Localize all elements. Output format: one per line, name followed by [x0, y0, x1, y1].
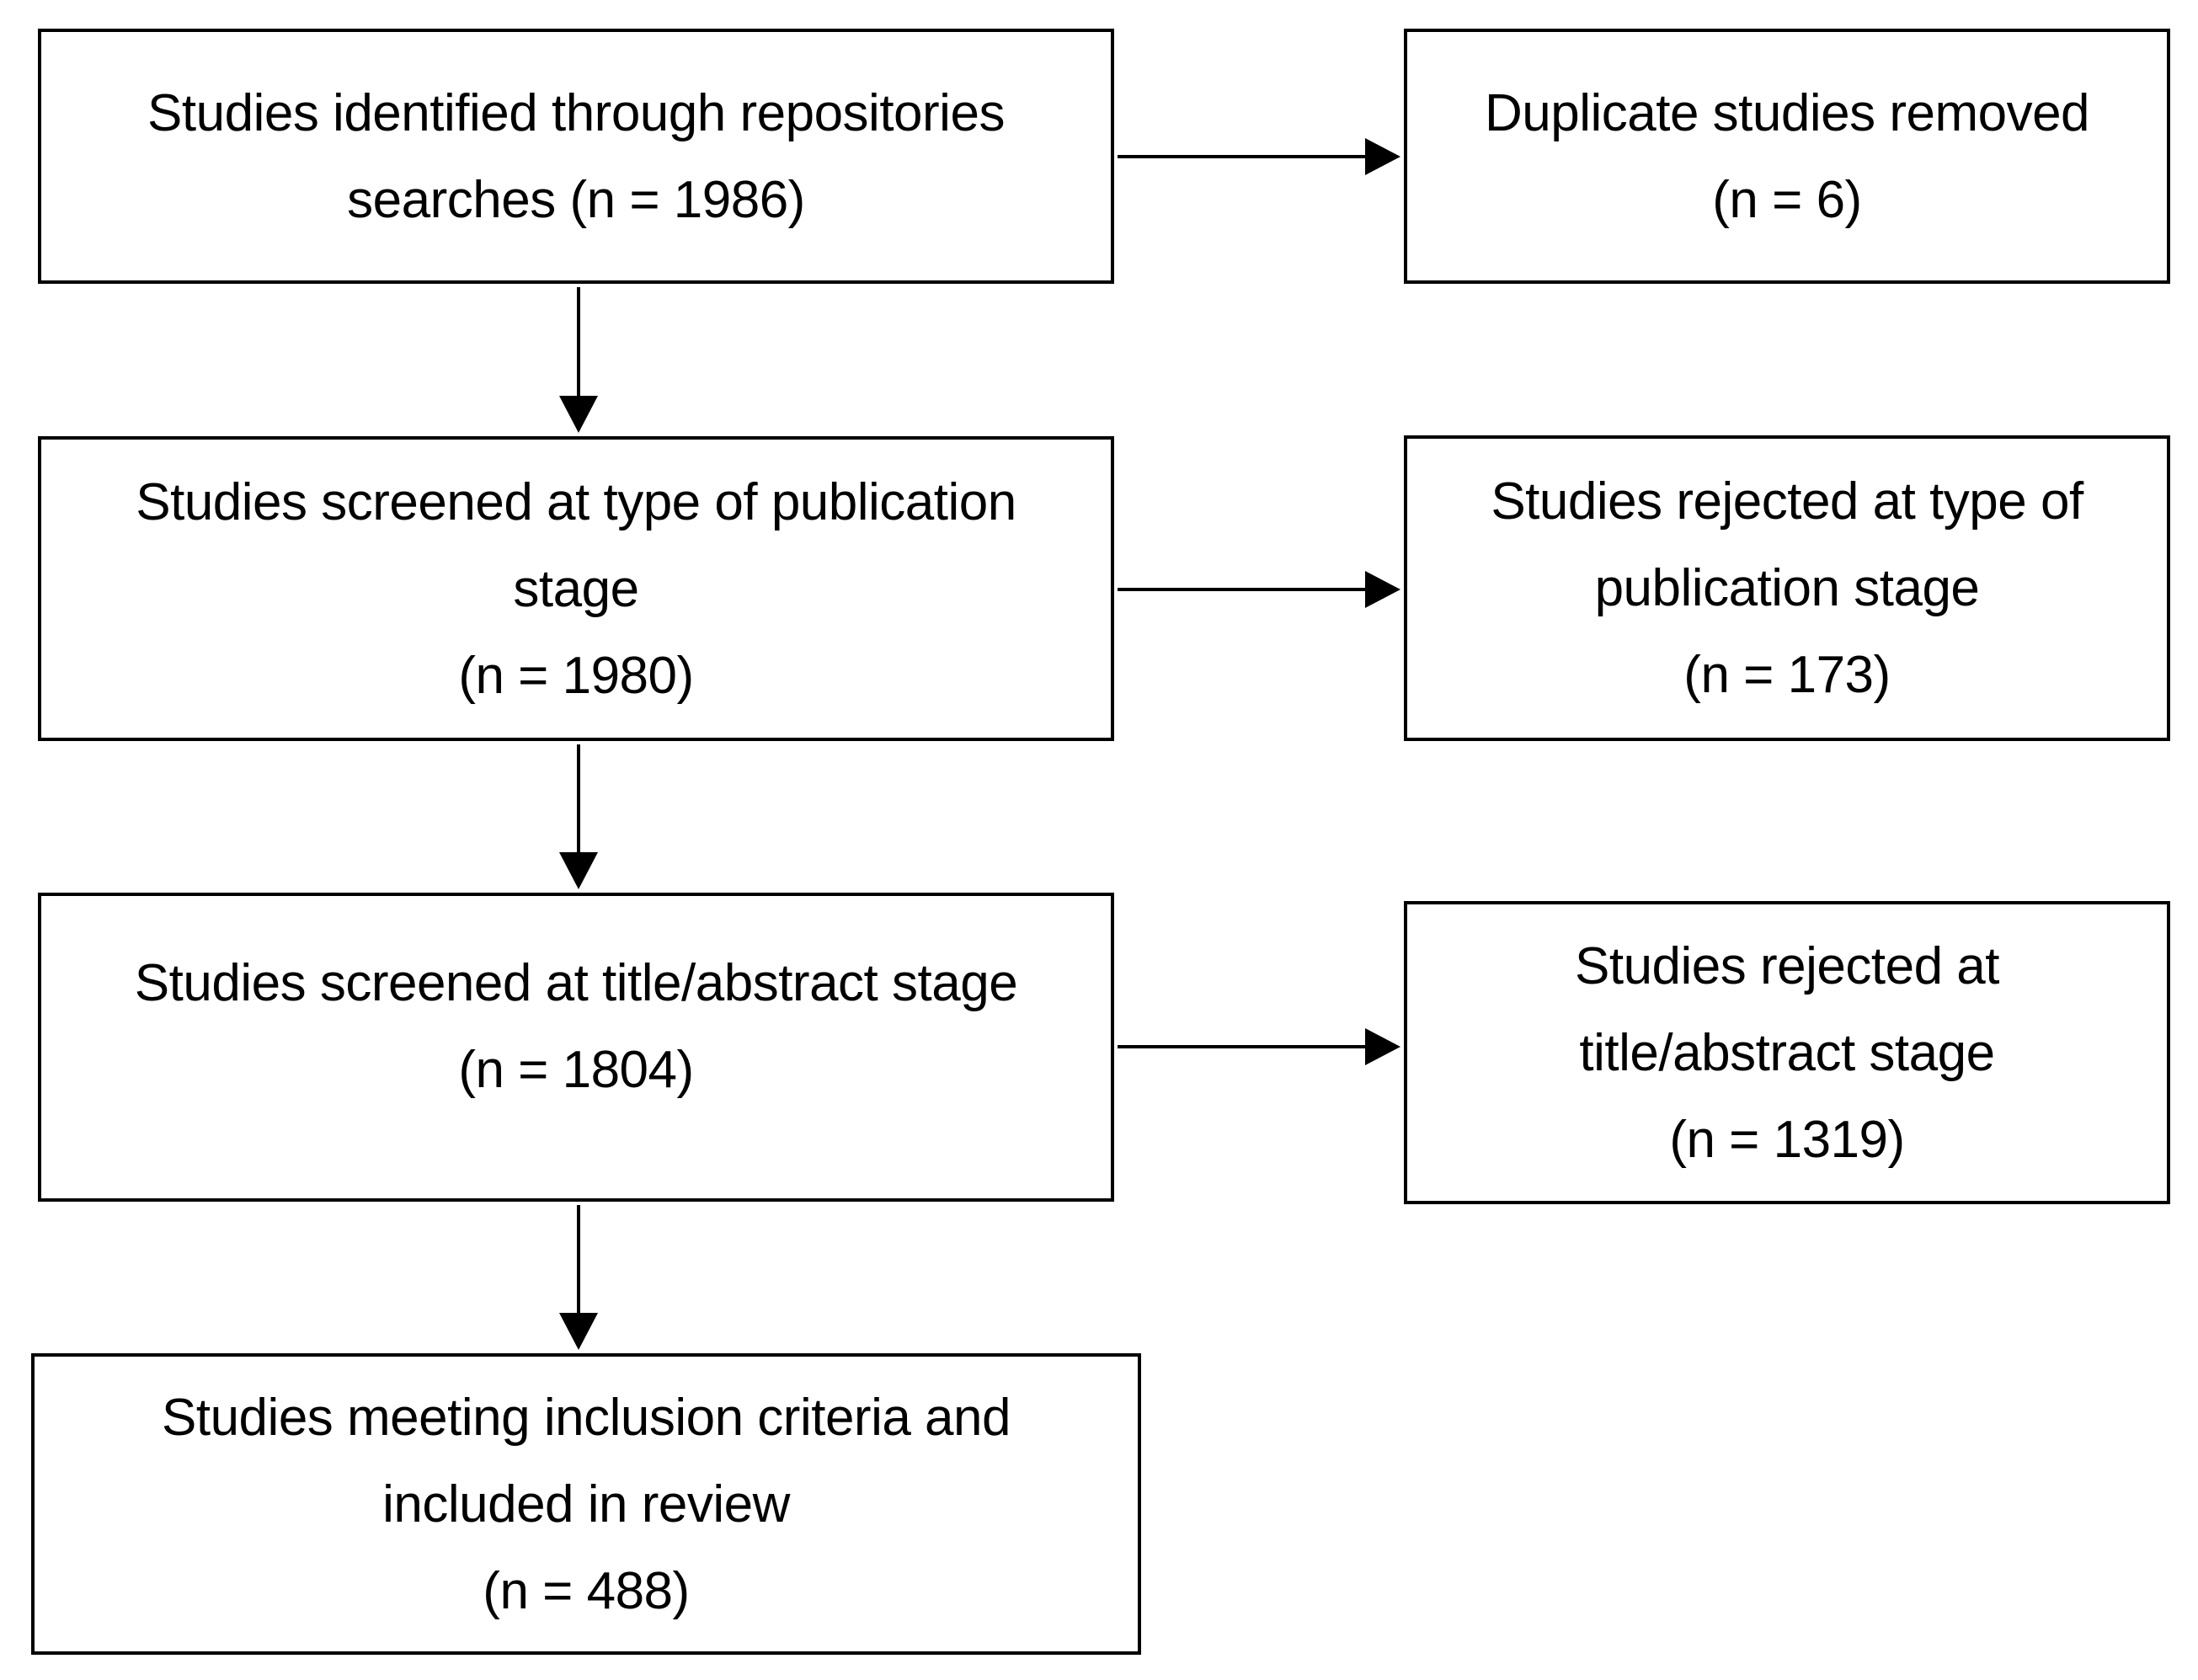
- box-screened-publication-stage: Studies screened at type of publication …: [38, 436, 1114, 741]
- arrow-right-screened-to-rejected-pub-line: [1118, 588, 1367, 591]
- box-text-line: (n = 6): [1712, 170, 1862, 229]
- box-text-line: (n = 173): [1683, 646, 1891, 704]
- box-text-line: Studies rejected at type of: [1491, 472, 2083, 531]
- box-text-line: Studies screened at title/abstract stage: [134, 954, 1018, 1012]
- box-text-line: searches (n = 1986): [347, 170, 805, 229]
- box-text-line: Studies identified through repositories: [147, 83, 1005, 142]
- arrow-down-icon: [559, 852, 598, 889]
- box-text-line: (n = 1980): [458, 646, 694, 705]
- arrow-down-identified-to-screened-line: [577, 287, 580, 397]
- box-text-line: (n = 1804): [458, 1041, 694, 1099]
- box-text-line: (n = 488): [483, 1561, 690, 1620]
- arrow-right-icon: [1365, 571, 1400, 608]
- box-studies-identified: Studies identified through repositories …: [38, 29, 1114, 284]
- box-text-line: title/abstract stage: [1579, 1023, 1995, 1082]
- box-text-line: (n = 1319): [1669, 1110, 1905, 1169]
- box-text-line: Studies meeting inclusion criteria and: [162, 1388, 1011, 1447]
- arrow-down-icon: [559, 1313, 598, 1350]
- box-text-line: Duplicate studies removed: [1484, 83, 2090, 142]
- box-text-line: stage: [513, 559, 639, 618]
- box-text-line: included in review: [382, 1475, 790, 1533]
- box-text-line: Studies rejected at: [1574, 936, 2000, 995]
- arrow-down-title-to-included-line: [577, 1205, 580, 1315]
- box-text-line: Studies screened at type of publication: [136, 472, 1016, 531]
- box-text-line: publication stage: [1594, 559, 1980, 617]
- box-rejected-title-abstract-stage: Studies rejected at title/abstract stage…: [1404, 901, 2170, 1204]
- arrow-down-screened-to-title-line: [577, 744, 580, 854]
- box-included-in-review: Studies meeting inclusion criteria and i…: [31, 1353, 1141, 1655]
- box-rejected-publication-stage: Studies rejected at type of publication …: [1404, 435, 2170, 741]
- arrow-right-title-to-rejected-title-line: [1118, 1045, 1367, 1048]
- box-screened-title-abstract-stage: Studies screened at title/abstract stage…: [38, 893, 1114, 1202]
- box-duplicates-removed: Duplicate studies removed (n = 6): [1404, 29, 2170, 284]
- arrow-right-icon: [1365, 138, 1400, 175]
- arrow-right-icon: [1365, 1028, 1400, 1065]
- arrow-down-icon: [559, 396, 598, 433]
- arrow-right-identified-to-duplicates-line: [1118, 155, 1367, 158]
